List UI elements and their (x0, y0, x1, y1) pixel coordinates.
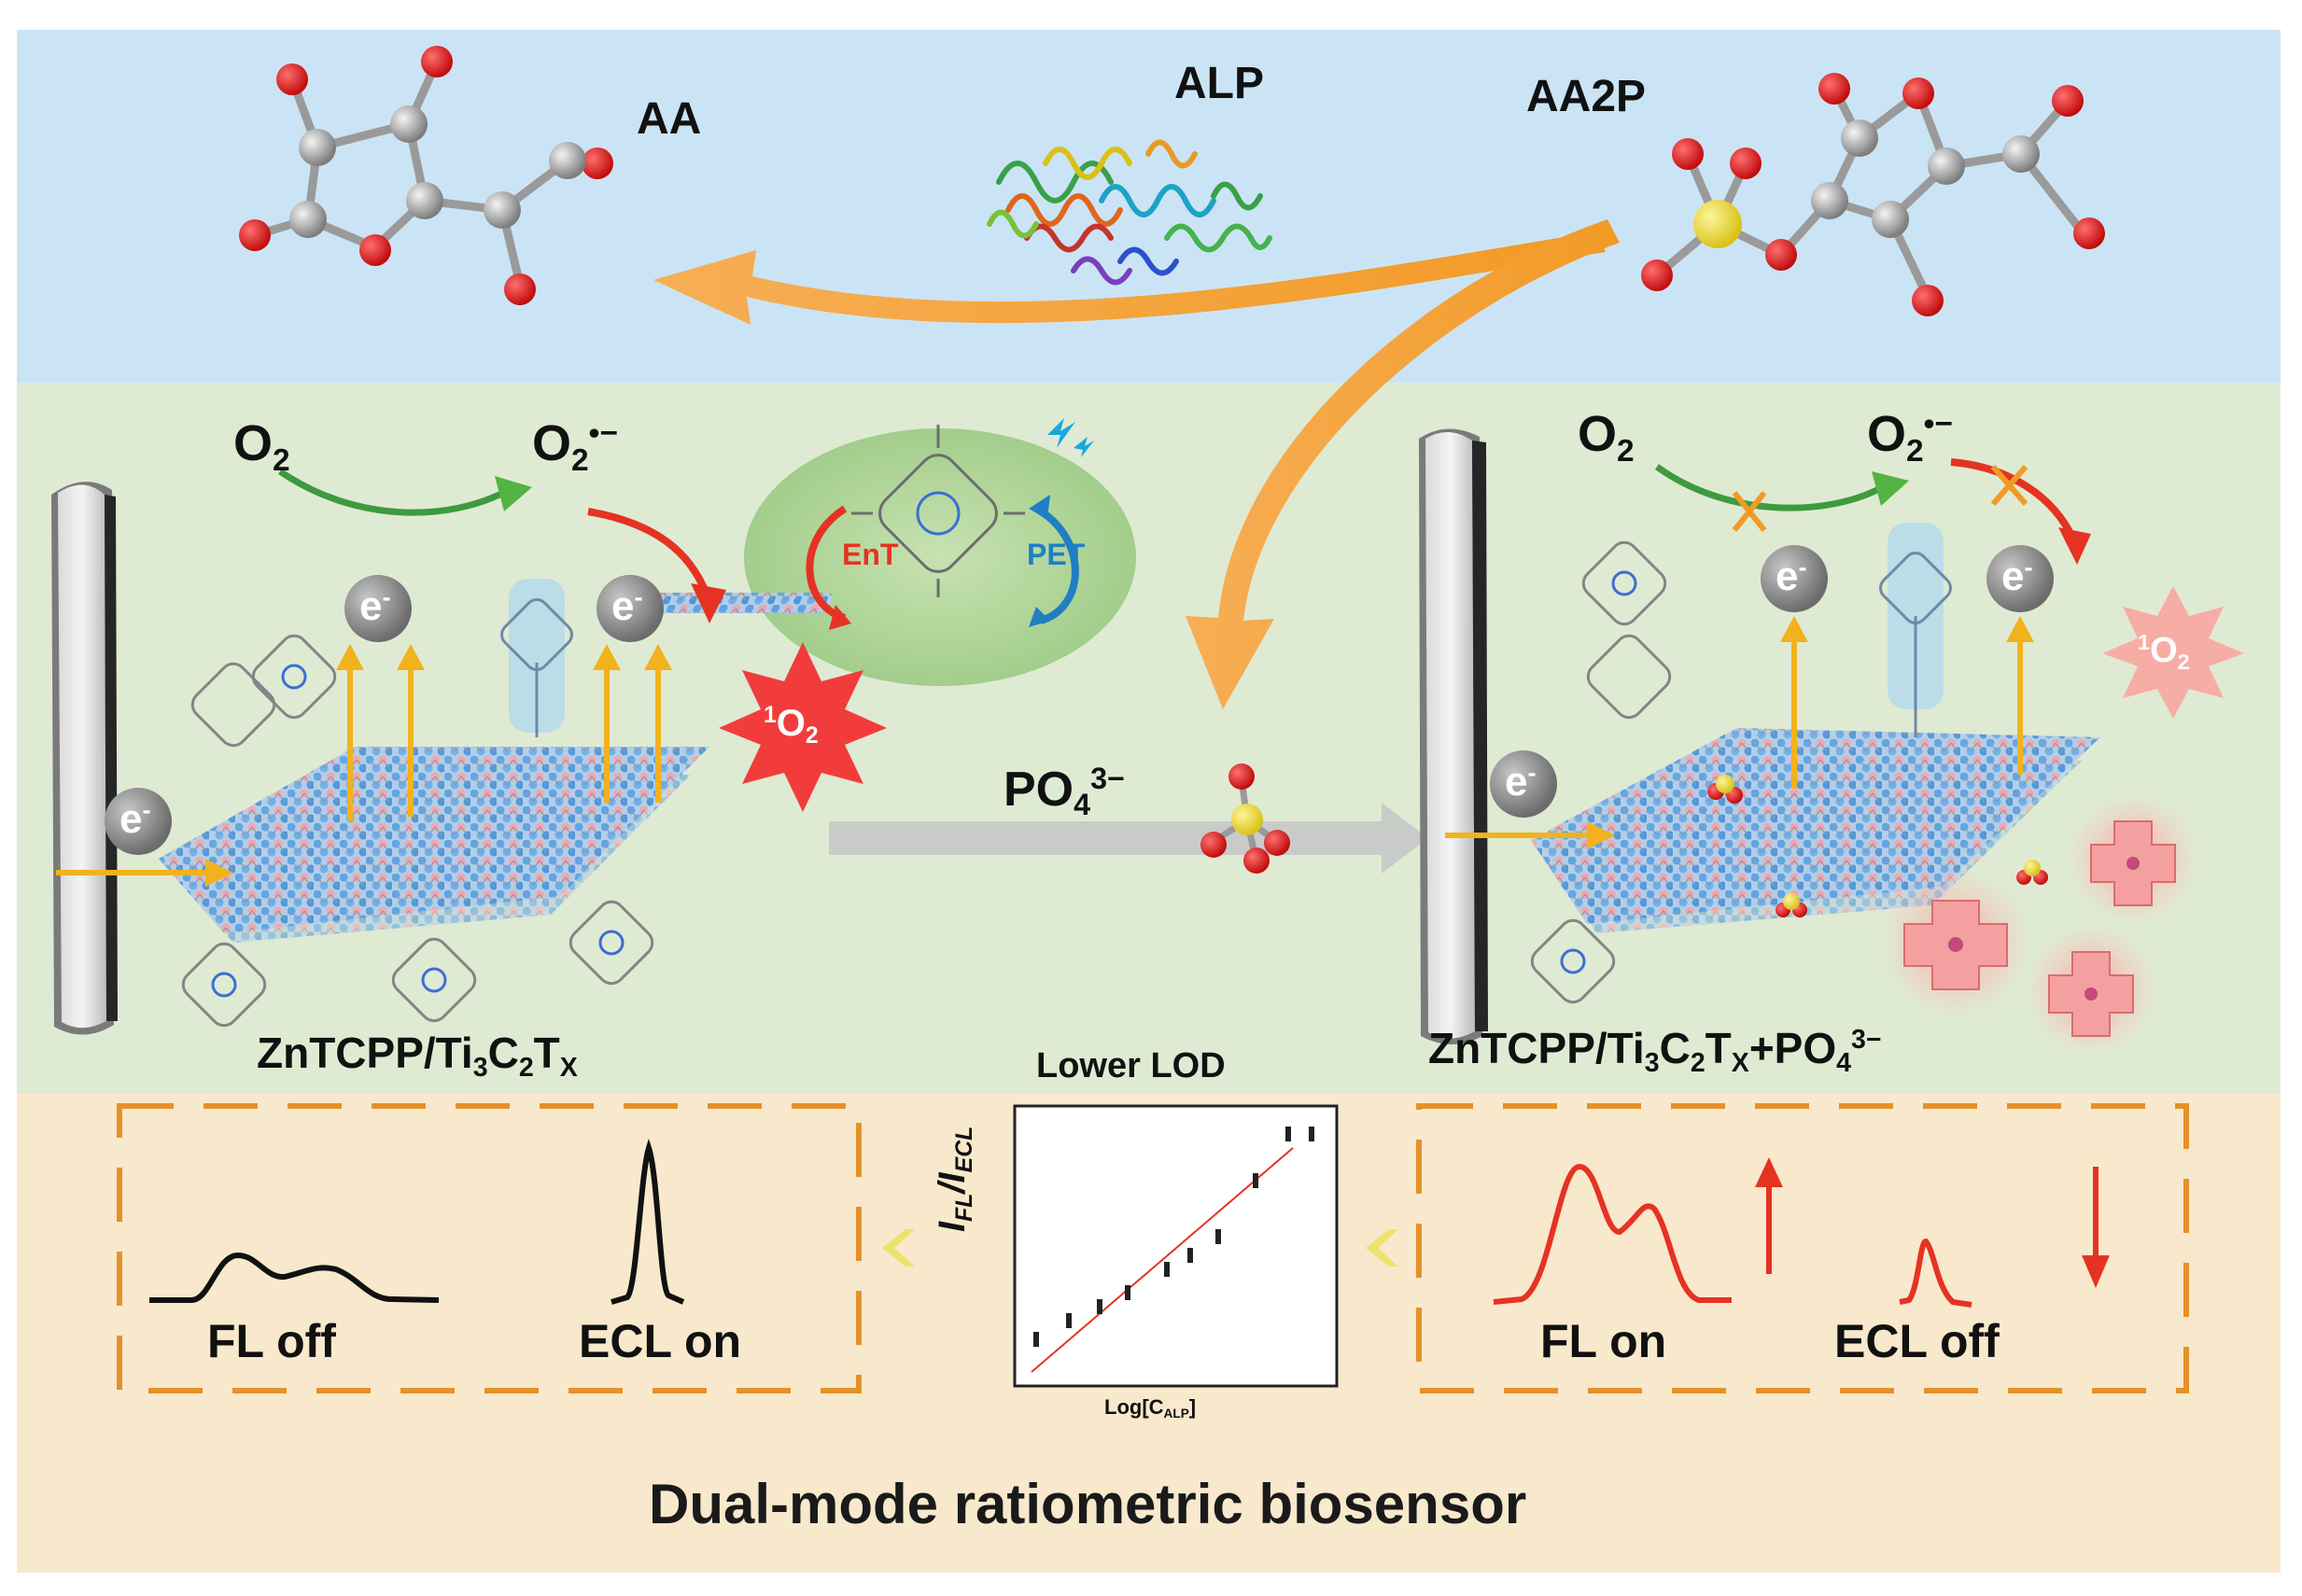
left-singlet-oxygen-label: 1O2 (764, 703, 819, 749)
reaction-arrow (829, 803, 1428, 874)
blocked-mark-2 (1990, 465, 2028, 506)
aa2p-molecule (1641, 73, 2105, 316)
porphyrin-in-bubble (851, 425, 1025, 597)
left-electron-3-label: e- (119, 795, 151, 842)
phosphate-label: PO43− (1004, 762, 1125, 822)
calibration-fit-line (1031, 1147, 1294, 1373)
right-singlet-oxygen-arrow (1950, 458, 2078, 543)
calibration-point (1309, 1127, 1314, 1141)
hydrolysis-arrow (653, 231, 1606, 325)
right-electron-2 (1986, 545, 2054, 612)
fl-on-label: FL on (1540, 1315, 1667, 1367)
phosphate-ion (1200, 763, 1290, 874)
left-electrode-caption: ZnTCPP/Ti3C2TX (257, 1029, 578, 1084)
aa-label: AA (637, 94, 702, 144)
left-singlet-oxygen-arrow (587, 508, 711, 599)
transfer-bubble (614, 418, 1136, 686)
right-o2-label: O2 (1578, 406, 1635, 469)
ecl-on-label: ECL on (579, 1315, 742, 1367)
alp-protein (987, 139, 1272, 286)
aa-molecule (239, 46, 613, 305)
right-electron-3 (1490, 750, 1557, 818)
alp-label: ALP (1174, 59, 1264, 108)
right-singlet-oxygen-burst (2102, 586, 2244, 719)
chevron-left-icon (882, 1229, 915, 1267)
left-electron-1 (344, 575, 412, 642)
calibration-point (1187, 1248, 1193, 1263)
right-electron-2-label: e- (2001, 553, 2033, 599)
top-band (17, 30, 2281, 383)
left-readout-box (117, 1103, 862, 1393)
left-singlet-oxygen-burst (719, 642, 887, 812)
calibration-plot-ylabel: IFL/IECL (932, 1126, 977, 1232)
calibration-point (1033, 1332, 1039, 1347)
right-electrode-caption: ZnTCPP/Ti3C2TX+PO43− (1428, 1024, 1882, 1079)
left-electron-2-label: e- (611, 582, 643, 629)
calibration-plot-xlabel: Log[CALP] (1104, 1395, 1197, 1421)
calibration-point (1097, 1299, 1102, 1314)
left-porphyrins (181, 634, 654, 1028)
left-electron-2 (597, 575, 664, 642)
lightning-icon (1047, 418, 1075, 448)
adsorbed-phosphates (1707, 775, 2048, 917)
fl-off-label: FL off (207, 1315, 336, 1367)
calibration-point (1066, 1313, 1072, 1328)
right-readout-box (1416, 1103, 2189, 1393)
chevron-right-icon (1366, 1229, 1398, 1267)
released-fluorescent-porphyrins (1881, 793, 2198, 1055)
right-electron-1-label: e- (1776, 553, 1807, 599)
left-electron-3 (105, 788, 172, 855)
left-electrode (51, 482, 118, 1035)
left-electron-1-label: e- (359, 582, 391, 629)
aa2p-label: AA2P (1526, 72, 1647, 121)
right-o2-reduction-arrow (1654, 464, 1888, 511)
right-electrode (1419, 428, 1488, 1044)
right-electron-3-label: e- (1505, 758, 1537, 805)
ecl-off-curve (1899, 1238, 1972, 1308)
left-excited-porphyrin (500, 579, 573, 737)
phosphate-release-arrow (1186, 219, 1620, 709)
right-superoxide-label: O2•− (1867, 406, 1953, 469)
left-o2-label: O2 (233, 415, 290, 478)
ecl-off-label: ECL off (1834, 1315, 2000, 1367)
left-electron-emission-arrows (347, 667, 661, 821)
fl-on-curve (1493, 1163, 1732, 1305)
right-porphyrins (1530, 540, 1672, 1004)
fl-off-curve (149, 1252, 440, 1303)
right-excited-porphyrin (1879, 523, 1952, 737)
calibration-point (1164, 1262, 1170, 1277)
calibration-point (1215, 1229, 1221, 1244)
right-singlet-oxygen-label: 1O2 (2138, 630, 2190, 674)
right-electron-emission-arrows (1791, 639, 2023, 789)
blocked-mark-1 (1732, 491, 1767, 532)
left-mxene-sheet (159, 747, 709, 943)
calibration-point (1285, 1127, 1291, 1141)
ecl-on-curve (611, 1139, 685, 1305)
right-electron-1 (1761, 545, 1828, 612)
calibration-point (1253, 1173, 1258, 1188)
calibration-point (1125, 1285, 1130, 1300)
calibration-plot-marks (1031, 1127, 1314, 1373)
footer-title: Dual-mode ratiometric biosensor (649, 1473, 1527, 1535)
pet-label: PET (1027, 538, 1086, 571)
calibration-plot-title: Lower LOD (1036, 1046, 1226, 1085)
ent-label: EnT (842, 538, 899, 571)
left-o2-reduction-arrow (278, 469, 511, 516)
left-superoxide-label: O2•− (532, 415, 618, 478)
